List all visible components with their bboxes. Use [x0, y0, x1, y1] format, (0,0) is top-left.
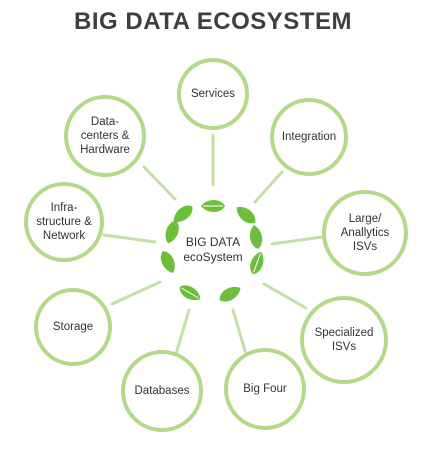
- connector-lines: [102, 133, 324, 356]
- connector-infrastructure: [102, 233, 157, 244]
- node-label: Integration: [281, 131, 337, 143]
- node-label: Large/ Anallytics ISVs: [340, 213, 390, 253]
- connector-large-analytics: [270, 235, 324, 246]
- center-label: BIG DATA ecoSystem: [183, 235, 243, 264]
- node-big-four: Big Four: [224, 348, 306, 430]
- node-label: Databases: [134, 385, 190, 397]
- node-services: Services: [177, 58, 249, 130]
- node-label: Storage: [52, 321, 94, 333]
- connector-storage: [110, 280, 162, 306]
- leaf-icon: [219, 286, 241, 302]
- node-label: Infra- structure & Network: [36, 202, 92, 242]
- leaf-ring: [160, 200, 264, 302]
- connector-big-four: [231, 308, 248, 356]
- leaf-icon: [249, 225, 263, 249]
- node-databases: Databases: [121, 350, 203, 432]
- node-large-analytics-isvs: Large/ Anallytics ISVs: [322, 190, 408, 276]
- node-datacenters-hardware: Data- centers & Hardware: [64, 95, 146, 177]
- leaf-icon: [165, 220, 179, 244]
- node-infrastructure-network: Infra- structure & Network: [24, 182, 104, 262]
- node-label: Data- centers & Hardware: [80, 116, 130, 156]
- leaf-icon: [236, 206, 256, 224]
- leaf-vein: [181, 287, 199, 299]
- leaf-vein: [253, 253, 261, 273]
- node-label: Specialized ISVs: [314, 327, 374, 353]
- leaf-icon: [173, 205, 193, 223]
- leaf-icon: [160, 251, 175, 273]
- connector-integration: [253, 170, 284, 204]
- node-specialized-isvs: Specialized ISVs: [300, 296, 388, 384]
- node-label: Services: [190, 88, 236, 100]
- diagram-title: BIG DATA ECOSYSTEM: [74, 8, 352, 35]
- connector-datacenters: [142, 165, 177, 201]
- node-integration: Integration: [270, 98, 348, 176]
- connector-databases: [174, 308, 191, 356]
- node-label: Big Four: [243, 383, 287, 395]
- connector-specialized: [262, 282, 308, 310]
- node-storage: Storage: [34, 288, 112, 366]
